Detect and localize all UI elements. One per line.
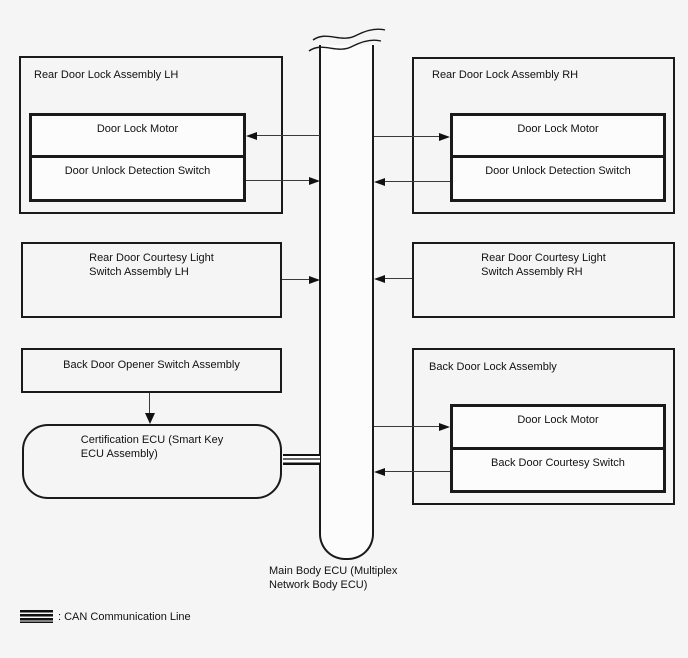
arrow-ecu-to-back-motor-line <box>374 426 440 427</box>
node-label: Rear Door Courtesy Light Switch Assembly… <box>481 252 606 278</box>
arrow-courtesy-lh-to-ecu-line <box>282 279 310 280</box>
legend-label: : CAN Communication Line <box>58 611 191 623</box>
node-back-door-opener-switch: Back Door Opener Switch Assembly <box>21 348 282 393</box>
arrow-ecu-to-rh-motor-line <box>374 136 440 137</box>
node-title: Rear Door Lock Assembly LH <box>34 69 179 81</box>
node-label: Door Lock Motor <box>96 123 179 135</box>
node-back-door-lock-motor: Door Lock Motor <box>450 404 666 450</box>
node-door-unlock-detection-switch-lh: Door Unlock Detection Switch <box>29 155 246 202</box>
main-body-ecu-bus <box>319 45 374 560</box>
arrow-ecu-to-back-motor-head <box>439 422 450 431</box>
back-door-lock-components: Door Lock Motor Back Door Courtesy Switc… <box>450 404 666 493</box>
arrow-opener-to-certification-line <box>149 393 150 415</box>
node-label: Door Lock Motor <box>517 123 599 135</box>
node-label: Certification ECU (Smart Key ECU Assembl… <box>80 434 224 460</box>
node-door-unlock-detection-switch-rh: Door Unlock Detection Switch <box>450 155 666 202</box>
arrow-courtesy-rh-to-ecu-head <box>374 274 385 283</box>
arrow-back-courtesy-to-ecu-line <box>385 471 450 472</box>
arrow-back-courtesy-to-ecu-head <box>374 467 385 476</box>
arrow-lh-switch-to-ecu-head <box>309 176 320 185</box>
arrow-opener-to-certification-head <box>144 413 155 424</box>
node-label: Back Door Opener Switch Assembly <box>63 359 240 371</box>
node-rear-door-lock-rh: Rear Door Lock Assembly RH <box>412 57 675 214</box>
can-bus-connector <box>283 454 320 465</box>
node-back-door-courtesy-switch: Back Door Courtesy Switch <box>450 447 666 493</box>
arrow-ecu-to-rh-motor-head <box>439 132 450 141</box>
rear-door-lock-rh-components: Door Lock Motor Door Unlock Detection Sw… <box>450 113 666 202</box>
node-door-lock-motor-rh: Door Lock Motor <box>450 113 666 158</box>
arrow-courtesy-lh-to-ecu-head <box>309 275 320 284</box>
node-label: Door Unlock Detection Switch <box>64 165 211 177</box>
node-door-lock-motor-lh: Door Lock Motor <box>29 113 246 158</box>
node-label: Rear Door Courtesy Light Switch Assembly… <box>89 252 214 278</box>
arrow-courtesy-rh-to-ecu-line <box>385 278 412 279</box>
node-label: Back Door Courtesy Switch <box>491 457 625 469</box>
node-label: Door Lock Motor <box>517 414 599 426</box>
node-title: Back Door Lock Assembly <box>429 361 557 373</box>
arrow-rh-switch-to-ecu-head <box>374 177 385 186</box>
node-rear-courtesy-rh: Rear Door Courtesy Light Switch Assembly… <box>412 242 675 318</box>
node-rear-courtesy-lh: Rear Door Courtesy Light Switch Assembly… <box>21 242 282 318</box>
arrow-ecu-to-lh-motor-head <box>246 131 257 140</box>
node-certification-ecu: Certification ECU (Smart Key ECU Assembl… <box>22 424 282 499</box>
break-wave-icon <box>303 20 393 52</box>
node-label: Door Unlock Detection Switch <box>485 165 631 177</box>
can-line-icon <box>20 610 53 623</box>
arrow-ecu-to-lh-motor-line <box>256 135 320 136</box>
arrow-rh-switch-to-ecu-line <box>385 181 450 182</box>
node-title: Rear Door Lock Assembly RH <box>432 69 579 81</box>
main-body-ecu-label: Main Body ECU (Multiplex Network Body EC… <box>269 565 398 591</box>
arrow-lh-switch-to-ecu-line <box>246 180 310 181</box>
rear-door-lock-lh-components: Door Lock Motor Door Unlock Detection Sw… <box>29 113 246 202</box>
